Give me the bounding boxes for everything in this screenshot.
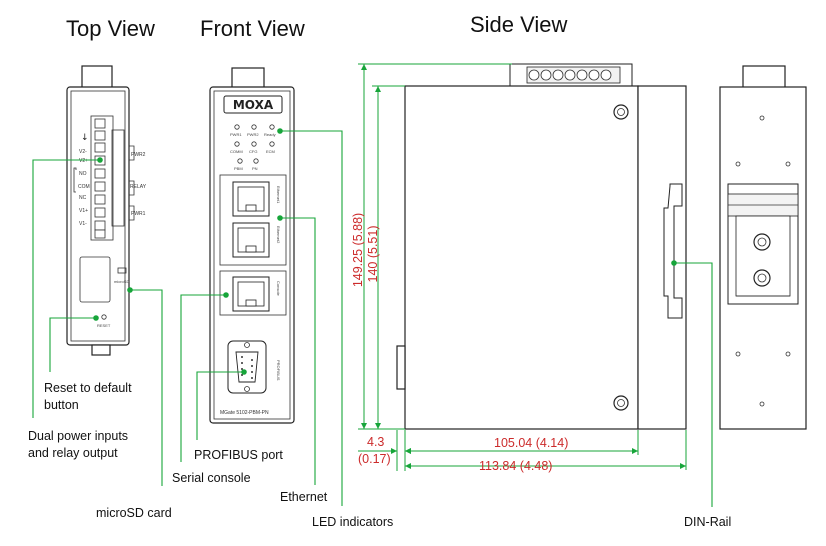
callout-reset-1: Reset to default: [44, 381, 132, 395]
dim-offset-in: (0.17): [358, 452, 391, 466]
relay-bracket: [73, 167, 77, 193]
led-row-1: [234, 124, 275, 130]
led-pn-label: PN: [252, 166, 258, 171]
reset-label: RESET: [97, 323, 111, 328]
top-view-inner-frame: [70, 90, 126, 342]
side-view-front-tab: [396, 345, 406, 390]
top-view-clip: [81, 65, 113, 89]
eth2-label: Ethernet2: [276, 226, 281, 244]
top-view-device: ↓ V2- V2+ NO COM NC V1+ V1- PWR2 RELAY P…: [66, 65, 147, 356]
callout-power-1: Dual power inputs: [28, 429, 128, 443]
group-brackets: [129, 145, 135, 221]
term-v1p: V1+: [79, 208, 88, 214]
console-block: [219, 270, 287, 316]
console-label: Console: [276, 281, 281, 296]
console-port: [232, 276, 270, 312]
microsd-icon: [117, 267, 127, 274]
dim-offset-mm: 4.3: [367, 435, 384, 449]
term-v1m: V1-: [79, 221, 87, 227]
led-ready-label: Ready: [264, 132, 276, 137]
rear-view-clip: [742, 65, 786, 89]
profibus-db9-port: [227, 340, 267, 394]
din-rail-clip-side: [663, 183, 683, 319]
callout-profibus: PROFIBUS port: [194, 448, 283, 462]
callout-reset-2: button: [44, 398, 79, 412]
grp-pwr1: PWR1: [131, 211, 146, 217]
front-view-clip: [231, 67, 265, 89]
callout-leaders: [32, 128, 713, 507]
callout-dinrail: DIN-Rail: [684, 515, 731, 529]
term-nc: NC: [79, 195, 87, 201]
callout-led: LED indicators: [312, 515, 393, 529]
ground-icon: ↓: [81, 133, 89, 143]
dim-height-inner: 140 (5.51): [366, 226, 380, 283]
led-pbm-label: PBM: [234, 166, 243, 171]
grp-relay: RELAY: [130, 184, 147, 190]
callout-power-2: and relay output: [28, 446, 118, 460]
led-ecm-label: ECM: [266, 149, 275, 154]
led-comm-label: COMM: [230, 149, 243, 154]
led-pwr2-label: PWR2: [247, 132, 259, 137]
din-rail-bracket-rear: [727, 183, 799, 305]
term-v2p: V2+: [79, 158, 88, 164]
moxa-logo-box: [223, 95, 283, 114]
front-view-title: Front View: [200, 16, 305, 41]
side-view-body: [404, 85, 639, 430]
led-cfg-label: CFG: [249, 149, 257, 154]
profibus-label: PROFIBUS: [276, 360, 281, 381]
term-com: COM: [78, 184, 90, 190]
side-view-title: Side View: [470, 12, 568, 37]
led-row-2: [234, 141, 275, 147]
ethernet-block: [219, 174, 287, 266]
top-view-bottom-clip: [91, 344, 111, 356]
ethernet-port-1: [232, 181, 270, 217]
eth1-label: Ethernet1: [276, 186, 281, 204]
led-pwr1-label: PWR1: [230, 132, 242, 137]
callout-microsd: microSD card: [96, 506, 172, 520]
front-view-inner-frame: [213, 90, 291, 420]
side-screw-bottom: [613, 395, 629, 411]
rear-view-holes: [735, 115, 791, 407]
front-view-device: MOXA PWR1 PWR2 Ready COMM CFG ECM PBM PN: [209, 67, 295, 424]
led-row-3: [237, 158, 259, 164]
callout-serial: Serial console: [172, 471, 251, 485]
dimension-lines: [358, 63, 687, 471]
term-no: NO: [79, 171, 87, 177]
side-terminal-block: [509, 63, 633, 87]
callout-ethernet: Ethernet: [280, 490, 328, 504]
dim-height-outer: 149.25 (5.88): [351, 213, 365, 287]
side-screw-top: [613, 104, 629, 120]
reset-hole: [101, 314, 107, 320]
top-view-title: Top View: [66, 16, 155, 41]
term-v2m: V2-: [79, 149, 87, 155]
dim-depth-inner: 105.04 (4.14): [494, 436, 568, 450]
rear-view-device: [719, 65, 807, 430]
microsd-label: microSD: [114, 279, 129, 284]
microsd-slot: [79, 256, 111, 303]
dim-depth-outer: 113.84 (4.48): [479, 459, 552, 473]
model-label: MGate 5102-PBM-PN: [220, 410, 269, 416]
moxa-logo: MOXA: [233, 98, 274, 112]
side-view-device: [396, 63, 687, 430]
ethernet-port-2: [232, 222, 270, 258]
grp-pwr2: PWR2: [131, 152, 146, 158]
side-view-rear-plate: [637, 85, 687, 430]
